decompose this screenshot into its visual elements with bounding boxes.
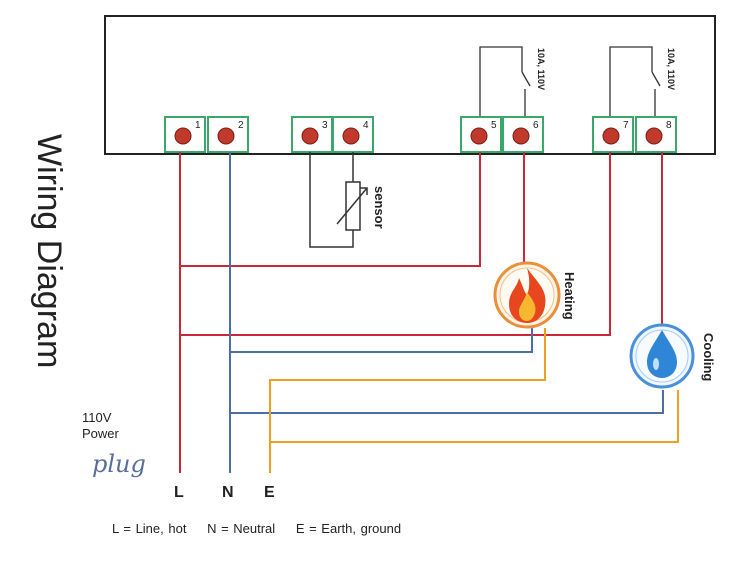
cooling-label: Cooling <box>701 333 716 381</box>
legend-earth: E = Earth, ground <box>295 521 402 536</box>
wire-letter-E: E <box>264 484 275 501</box>
relay-2 <box>609 46 661 118</box>
legend-line: L = Line, hot <box>112 521 187 536</box>
earth-cooling <box>270 390 679 443</box>
terminal-1: 1 <box>164 116 206 153</box>
wire-letter-L: L <box>174 484 184 501</box>
cooling-element <box>629 323 695 389</box>
legend: L = Line, hot N = Neutral E = Earth, gro… <box>112 521 417 536</box>
sensor <box>309 152 368 248</box>
terminal-6: 6 <box>502 116 544 153</box>
terminal-screw-1 <box>174 127 192 145</box>
wire-letter-N: N <box>222 484 234 501</box>
line-wire-relay1 <box>180 152 481 267</box>
terminal-number-2: 2 <box>238 120 244 131</box>
terminal-strip: 1 2 3 4 5 6 7 8 <box>164 116 677 153</box>
terminal-screw-6 <box>512 127 530 145</box>
terminal-2: 2 <box>207 116 249 153</box>
plug-icon: plug <box>92 450 146 478</box>
terminal-number-4: 4 <box>363 120 369 131</box>
terminal-screw-2 <box>217 127 235 145</box>
power-voltage: 110V <box>82 410 112 425</box>
neutral-heating <box>230 328 533 353</box>
terminal-number-3: 3 <box>322 120 328 131</box>
line-wire-relay2 <box>180 152 611 336</box>
power-text: Power <box>82 426 119 441</box>
terminal-screw-8 <box>645 127 663 145</box>
terminal-8: 8 <box>635 116 677 153</box>
terminal-number-1: 1 <box>195 120 201 131</box>
neutral-cooling <box>230 390 664 414</box>
relay-1 <box>479 46 531 118</box>
terminal-number-6: 6 <box>533 120 539 131</box>
terminal-number-8: 8 <box>666 120 672 131</box>
terminal-number-5: 5 <box>491 120 497 131</box>
terminal-screw-7 <box>602 127 620 145</box>
relay-2-rating: 10A, 110V <box>666 48 676 90</box>
relay-1-rating: 10A, 110V <box>536 48 546 90</box>
wires <box>179 152 679 473</box>
terminal-screw-3 <box>301 127 319 145</box>
terminal-5: 5 <box>460 116 502 153</box>
terminal-screw-5 <box>470 127 488 145</box>
heating-label: Heating <box>562 272 577 320</box>
terminal-7: 7 <box>592 116 634 153</box>
heating-element <box>493 261 561 329</box>
legend-neutral: N = Neutral <box>207 521 276 536</box>
sensor-label: sensor <box>372 186 387 229</box>
terminal-4: 4 <box>332 116 374 153</box>
terminal-screw-4 <box>342 127 360 145</box>
terminal-3: 3 <box>291 116 333 153</box>
power-label: 110V Power <box>82 410 119 442</box>
terminal-number-7: 7 <box>623 120 629 131</box>
earth-wire <box>269 328 546 473</box>
diagram-title: Wiring Diagram <box>30 134 68 368</box>
